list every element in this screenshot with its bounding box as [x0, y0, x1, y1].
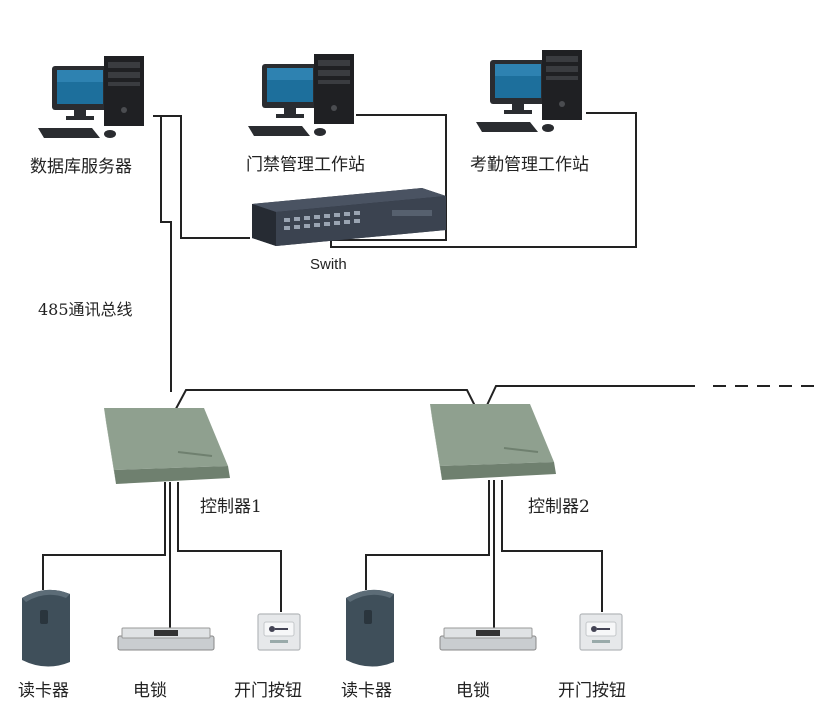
button-2-icon [579, 613, 623, 651]
connection-lines [42, 112, 818, 630]
switch-icon [252, 188, 446, 246]
bus-label: 485通讯总线 [38, 300, 133, 319]
switch-label: Swith [310, 256, 347, 273]
button-1-icon [257, 613, 301, 651]
db-server-label: 数据库服务器 [30, 157, 132, 177]
c1-to-button-line [177, 482, 282, 612]
button-1-label: 开门按钮 [234, 681, 302, 701]
reader-2-icon [346, 589, 394, 667]
c1-to-reader-line [42, 482, 166, 590]
lock-1-label: 电锁 [133, 681, 167, 701]
lock-2-label: 电锁 [456, 681, 490, 701]
controller-2-label: 控制器2 [528, 497, 590, 517]
access-station-to-switch-line [330, 114, 447, 241]
attendance-station-label: 考勤管理工作站 [470, 155, 589, 175]
lock-1-icon [117, 627, 215, 651]
controller-1-icon [103, 407, 231, 485]
c2-to-reader-line [365, 480, 490, 590]
access-station-label: 门禁管理工作站 [246, 155, 365, 175]
c2-to-button-line [501, 480, 603, 612]
server-to-switch-line [153, 115, 250, 239]
reader-1-label: 读卡器 [18, 681, 69, 701]
access-station-computer-icon [248, 54, 354, 136]
controller-1-label: 控制器1 [200, 497, 262, 517]
attendance-station-to-switch-line [330, 112, 637, 248]
button-2-label: 开门按钮 [558, 681, 626, 701]
bus-line [160, 116, 172, 392]
controller-2-icon [429, 403, 557, 481]
reader-2-label: 读卡器 [341, 681, 392, 701]
attendance-station-computer-icon [476, 50, 582, 132]
reader-1-icon [22, 589, 70, 667]
lock-2-icon [439, 627, 537, 651]
db-server-computer-icon [38, 56, 144, 138]
